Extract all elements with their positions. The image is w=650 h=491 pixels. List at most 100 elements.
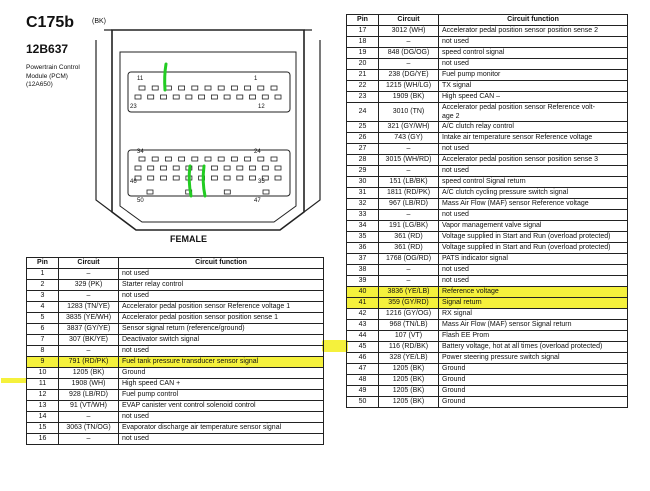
pin-cell: 28 bbox=[346, 154, 379, 166]
function-cell: Fuel pump monitor bbox=[438, 69, 628, 81]
col-circuit: Circuit bbox=[378, 14, 439, 26]
circuit-cell: 91 (VT/WH) bbox=[58, 400, 119, 412]
pin-slot bbox=[223, 175, 231, 181]
pin-cell: 16 bbox=[26, 433, 59, 445]
function-text-cont: age 2 bbox=[442, 113, 460, 120]
pin-cell: 12 bbox=[26, 389, 59, 401]
pin-slot bbox=[134, 94, 142, 100]
circuit-cell: 3010 (TN) bbox=[378, 102, 439, 122]
circuit-cell: 151 (LB/BK) bbox=[378, 176, 439, 188]
pin-label-1: 1 bbox=[254, 76, 258, 82]
pin-cell: 47 bbox=[346, 363, 379, 375]
pin-slot bbox=[138, 156, 146, 162]
function-cell: PATS indicator signal bbox=[438, 253, 628, 265]
circuit-cell: 1215 (WH/LG) bbox=[378, 80, 439, 92]
circuit-cell: 791 (RD/PK) bbox=[58, 356, 119, 368]
pin-cell: 35 bbox=[346, 231, 379, 243]
pin-cell: 25 bbox=[346, 121, 379, 133]
pin-slot bbox=[172, 94, 180, 100]
pin-cell: 7 bbox=[26, 334, 59, 346]
pin-slot bbox=[270, 156, 278, 162]
circuit-cell: 968 (TN/LB) bbox=[378, 319, 439, 331]
function-cell: A/C clutch relay control bbox=[438, 121, 628, 133]
module-description: Powertrain Control Module (PCM) (12A650) bbox=[26, 64, 80, 88]
pin-slot bbox=[146, 189, 154, 195]
function-cell: Reference voltage bbox=[438, 286, 628, 298]
pin-slot bbox=[204, 85, 212, 91]
function-cell: Power steering pressure switch signal bbox=[438, 352, 628, 364]
circuit-cell: 1768 (OG/RD) bbox=[378, 253, 439, 265]
circuit-cell: 361 (RD) bbox=[378, 242, 439, 254]
pin-slot bbox=[134, 165, 142, 171]
function-cell: Accelerator pedal position sensor positi… bbox=[438, 25, 628, 37]
table-row: 33–not used bbox=[346, 209, 628, 221]
circuit-cell: 1205 (BK) bbox=[378, 374, 439, 386]
pin-cell: 14 bbox=[26, 411, 59, 423]
circuit-cell: 3836 (YE/LB) bbox=[378, 286, 439, 298]
pin-cell: 34 bbox=[346, 220, 379, 232]
function-cell: Ground bbox=[438, 385, 628, 397]
pin-slot bbox=[236, 94, 244, 100]
circuit-cell: – bbox=[378, 165, 439, 177]
pin-cell: 39 bbox=[346, 275, 379, 287]
pin-slot bbox=[138, 85, 146, 91]
col-pin: Pin bbox=[26, 257, 59, 269]
function-cell: Accelerator pedal position sensor Refere… bbox=[118, 301, 324, 313]
pin-slot bbox=[172, 165, 180, 171]
pin-slot bbox=[178, 85, 186, 91]
function-cell: EVAP canister vent control solenoid cont… bbox=[118, 400, 324, 412]
function-cell: Accelerator pedal position sensor positi… bbox=[438, 154, 628, 166]
pin-slot bbox=[261, 165, 269, 171]
pin-slot bbox=[164, 156, 172, 162]
pin-slot bbox=[185, 94, 193, 100]
function-cell: not used bbox=[438, 58, 628, 70]
pin-slot bbox=[257, 156, 265, 162]
circuit-cell: 3063 (TN/OG) bbox=[58, 422, 119, 434]
function-cell: TX signal bbox=[438, 80, 628, 92]
lower-cavity-block bbox=[127, 149, 291, 197]
function-cell: speed control Signal return bbox=[438, 176, 628, 188]
pin-slot bbox=[236, 165, 244, 171]
pin-cell: 30 bbox=[346, 176, 379, 188]
pin-cell: 50 bbox=[346, 396, 379, 408]
circuit-cell: 3012 (WH) bbox=[378, 25, 439, 37]
pin-cell: 23 bbox=[346, 91, 379, 103]
pin-cell: 24 bbox=[346, 102, 379, 122]
pin-cell: 42 bbox=[346, 308, 379, 320]
green-mark-lower-1 bbox=[187, 164, 193, 198]
function-cell: not used bbox=[438, 209, 628, 221]
circuit-cell: – bbox=[378, 143, 439, 155]
pin-slot bbox=[223, 189, 231, 195]
col-pin: Pin bbox=[346, 14, 379, 26]
pin-cell: 31 bbox=[346, 187, 379, 199]
pin-slot bbox=[160, 94, 167, 100]
function-cell: A/C clutch cycling pressure switch signa… bbox=[438, 187, 628, 199]
circuit-cell: 321 (GY/WH) bbox=[378, 121, 439, 133]
pin-label-34: 34 bbox=[137, 149, 144, 155]
circuit-cell: 967 (LB/RD) bbox=[378, 198, 439, 210]
function-cell: Ground bbox=[438, 396, 628, 408]
col-function: Circuit function bbox=[438, 14, 628, 26]
pin-cell: 17 bbox=[346, 25, 379, 37]
pin-slot bbox=[262, 189, 270, 195]
pin-slot bbox=[191, 156, 199, 162]
pin-label-47: 47 bbox=[254, 198, 261, 204]
circuit-cell: – bbox=[378, 209, 439, 221]
circuit-cell: – bbox=[58, 411, 119, 423]
